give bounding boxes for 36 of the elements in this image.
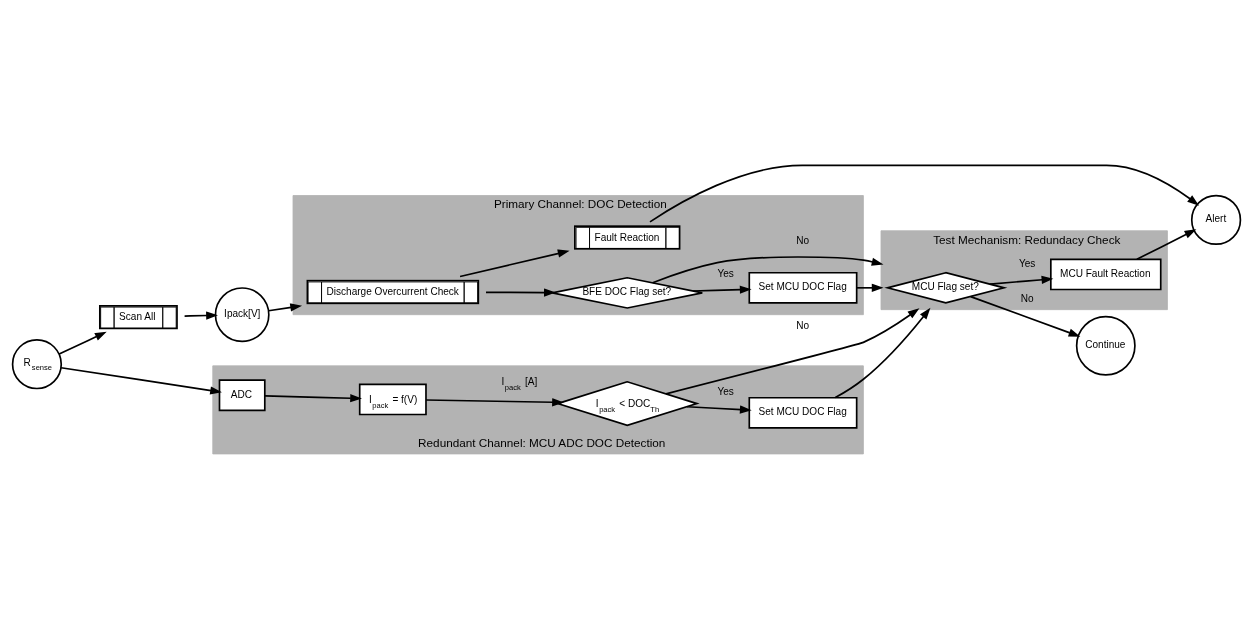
edge-label: No — [1020, 292, 1034, 304]
edge-label: Yes — [1018, 257, 1036, 269]
node-diamond: BFE DOC Flag set? — [551, 276, 704, 309]
arrow — [60, 366, 222, 395]
node-box: ADC — [218, 378, 266, 411]
edge-label: Yes — [717, 385, 734, 397]
edge-label: I$_{pack}$ [A] — [501, 375, 538, 392]
arrow — [425, 397, 564, 406]
node-circle: Continue — [1075, 315, 1136, 376]
arrow — [485, 287, 556, 297]
arrow — [686, 404, 752, 414]
arrow — [692, 285, 752, 294]
node-circle: Alert — [1190, 194, 1242, 245]
edge-label: Yes — [717, 267, 734, 279]
arrow — [649, 164, 1200, 223]
arrow — [183, 310, 218, 320]
arrow — [855, 283, 884, 292]
node-box: MCU Fault Reaction — [1050, 257, 1162, 290]
arrow — [264, 393, 362, 402]
arrow — [1136, 228, 1197, 260]
node-diamond: MCU Flag set? — [884, 271, 1008, 304]
arrow — [969, 295, 1081, 337]
arrow — [665, 307, 920, 395]
arrow — [651, 255, 884, 284]
node-circle: R$_{sense}$ — [11, 338, 63, 389]
arrow — [834, 307, 931, 398]
node-box: Set MCU DOC Flag — [748, 396, 858, 429]
arrow — [58, 331, 107, 355]
node-box: I$_{pack}$ = f(V) — [358, 382, 427, 415]
arrow — [989, 275, 1054, 285]
edge-label: No — [796, 234, 810, 246]
arrow — [267, 302, 303, 312]
edge-label: No — [796, 319, 810, 331]
node-circle: Ipack[V] — [214, 286, 270, 342]
node-box: Set MCU DOC Flag — [748, 271, 858, 304]
arrow — [459, 249, 570, 277]
